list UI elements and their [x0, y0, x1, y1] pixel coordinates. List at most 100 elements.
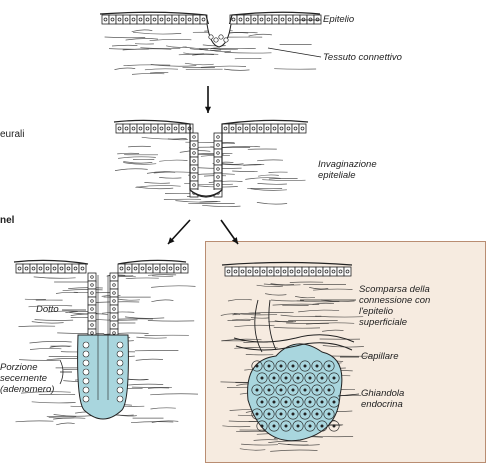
connective-fiber	[253, 439, 278, 441]
duct-cell	[87, 288, 97, 298]
epithelial-cell	[171, 123, 180, 134]
cell-nucleus	[268, 269, 273, 274]
endocrine-cell	[287, 360, 299, 372]
cell-nucleus	[238, 17, 243, 22]
epithelial-cell	[298, 123, 307, 134]
epithelial-cell	[192, 14, 201, 25]
capillary-vessel	[233, 334, 355, 343]
connective-fiber	[243, 163, 265, 166]
cell-nucleus	[59, 266, 64, 271]
leader-connective	[267, 47, 322, 58]
connective-fiber	[151, 420, 179, 423]
connective-fiber	[53, 414, 93, 417]
endocrine-cell-nucleus	[284, 400, 288, 404]
connective-fiber	[199, 48, 222, 51]
stage-3-exocrine-gland	[13, 259, 199, 426]
cell-nucleus	[182, 266, 187, 271]
epithelial-cell	[243, 14, 252, 25]
duct-cell	[189, 132, 199, 142]
epithelial-cell	[277, 123, 286, 134]
label-connective-tissue: Tessuto connettivo	[323, 52, 402, 63]
cell-nucleus	[140, 266, 145, 271]
endocrine-cell-nucleus	[308, 400, 312, 404]
acinar-cell-nucleus	[82, 377, 90, 385]
cell-nucleus	[266, 17, 271, 22]
connective-fiber	[53, 417, 86, 420]
cell-nucleus	[73, 266, 78, 271]
endocrine-cell-nucleus	[260, 376, 264, 380]
connective-fiber	[124, 316, 165, 319]
cell-nucleus	[154, 266, 159, 271]
cell-nucleus	[90, 299, 94, 303]
endocrine-cell	[311, 408, 323, 420]
cell-nucleus	[300, 126, 305, 131]
connective-fiber	[114, 67, 136, 70]
epithelial-cell	[292, 14, 301, 25]
endocrine-cell-nucleus	[296, 424, 300, 428]
connective-fiber	[125, 38, 159, 41]
epithelial-cell	[178, 123, 187, 134]
cropped-side-text-nel: nel	[0, 215, 15, 226]
label-endocrine-line2: endocrina	[361, 399, 403, 410]
connective-fiber	[136, 336, 167, 339]
cell-nucleus	[192, 135, 196, 139]
epithelial-cell	[78, 263, 87, 274]
epithelial-cell	[150, 14, 159, 25]
duct-lumen	[97, 275, 109, 400]
endocrine-cell	[280, 420, 292, 432]
endocrine-cell-nucleus	[284, 424, 288, 428]
duct-cell	[213, 180, 223, 190]
connective-fiber	[295, 296, 316, 299]
connective-fiber	[131, 73, 165, 75]
connective-fiber	[265, 293, 287, 296]
connective-fiber	[149, 38, 192, 42]
connective-fiber	[220, 313, 241, 316]
epithelial-cell	[259, 266, 268, 277]
cell-nucleus	[345, 269, 350, 274]
endocrine-cell	[251, 360, 263, 372]
cell-nucleus	[245, 17, 250, 22]
cell-nucleus	[216, 175, 220, 179]
epithelial-cell	[287, 266, 296, 277]
epithelial-cell	[43, 263, 52, 274]
epithelial-cell	[108, 14, 117, 25]
cell-nucleus	[119, 266, 124, 271]
endocrine-cell-nucleus	[327, 388, 331, 392]
duct-cell	[87, 280, 97, 290]
connective-fiber	[103, 332, 149, 335]
epithelial-cell	[117, 263, 126, 274]
cell-nucleus	[90, 323, 94, 327]
cell-nucleus	[147, 266, 152, 271]
epithelium	[224, 266, 352, 277]
epithelial-cell	[164, 123, 173, 134]
secretory-portion	[77, 334, 129, 420]
connective-fiber	[178, 53, 219, 56]
endocrine-cell-nucleus	[320, 376, 324, 380]
endocrine-cell-nucleus	[303, 412, 307, 416]
arrow-left-head	[168, 237, 175, 244]
epithelium-left	[101, 14, 208, 25]
epithelial-cell	[138, 263, 147, 274]
endocrine-cell	[256, 372, 268, 384]
endocrine-cell	[299, 384, 311, 396]
cell-nucleus	[131, 126, 136, 131]
connective-fiber	[234, 347, 278, 349]
endocrine-cell-nucleus	[291, 412, 295, 416]
cell-nucleus	[187, 17, 192, 22]
endocrine-cell-nucleus	[291, 364, 295, 368]
cell-nucleus	[145, 126, 150, 131]
epithelial-cell	[252, 266, 261, 277]
cell-nucleus	[216, 143, 220, 147]
label-disappearance-line3: l'epitelio	[359, 306, 394, 317]
cell-nucleus	[231, 17, 236, 22]
endocrine-cell	[328, 420, 340, 432]
connective-fiber	[140, 47, 181, 49]
epithelial-cell	[157, 14, 166, 25]
cell-nucleus	[112, 315, 116, 319]
epithelial-cell	[266, 266, 275, 277]
cell-nucleus	[259, 17, 264, 22]
endocrine-cell-nucleus	[303, 388, 307, 392]
cell-nucleus	[261, 269, 266, 274]
endocrine-cell-nucleus	[255, 364, 259, 368]
endocrine-cell	[287, 408, 299, 420]
